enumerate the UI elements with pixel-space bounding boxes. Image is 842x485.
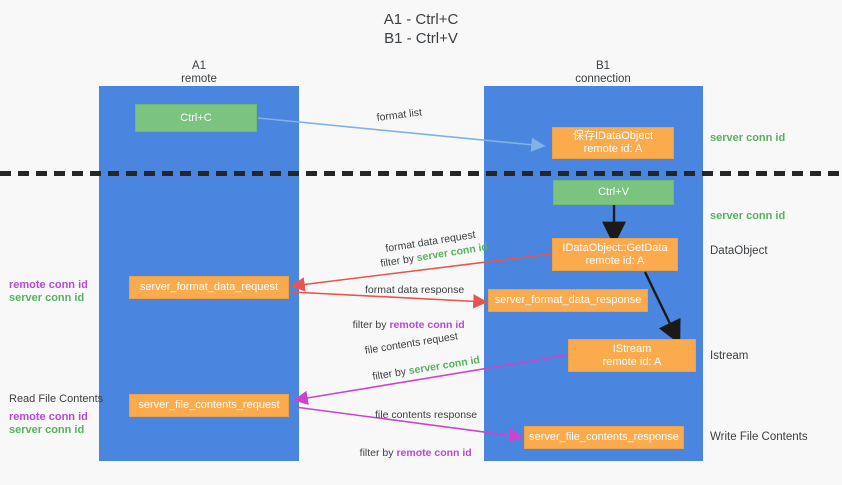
filter-value-server-conn-id: server conn id	[415, 241, 489, 265]
label-write-file-contents: Write File Contents	[710, 431, 808, 443]
label-server-conn-id-lower: server conn id	[9, 424, 85, 436]
column-header-right: B1 connection	[575, 60, 631, 85]
label-remote-conn-id-lower: remote conn id	[9, 411, 88, 423]
label-dataobject: DataObject	[710, 245, 768, 257]
annotation-format-data-response-filter: filter by remote conn id	[341, 306, 465, 345]
box-ctrl-v[interactable]: Ctrl+V	[553, 180, 674, 205]
page-title: A1 - Ctrl+C B1 - Ctrl+V	[383, 11, 459, 47]
label-read-file-contents: Read File Contents	[9, 393, 104, 405]
filter-prefix: filter by	[379, 252, 418, 270]
label-istream: Istream	[710, 350, 749, 362]
label-remote-conn-id-upper: remote conn id	[9, 279, 88, 291]
box-ctrl-c[interactable]: Ctrl+C	[135, 104, 257, 132]
label-server-conn-id-upper: server conn id	[9, 292, 85, 304]
box-idataobject-getdata[interactable]: IDataObject::GetData remote id: A	[552, 238, 678, 271]
box-server-format-data-response[interactable]: server_format_data_response	[488, 289, 648, 312]
annotation-format-data-response: format data response	[365, 284, 465, 296]
box-server-file-contents-request[interactable]: server_file_contents_request	[129, 394, 289, 417]
divider-dashed-line	[0, 171, 842, 176]
annotation-file-contents-response: file contents response	[375, 409, 478, 421]
box-save-idataobject[interactable]: 保存IDataObject remote id: A	[552, 127, 674, 159]
filter-value-remote-conn-id: remote conn id	[396, 447, 472, 459]
box-istream[interactable]: IStream remote id: A	[568, 339, 696, 372]
annotation-format-list: format list	[376, 106, 423, 124]
label-server-conn-id-top: server conn id	[710, 132, 786, 144]
annotation-file-contents-response-filter: filter by remote conn id	[348, 434, 472, 473]
filter-prefix: filter by	[352, 319, 390, 331]
box-server-format-data-request[interactable]: server_format_data_request	[129, 276, 289, 299]
filter-value-server-conn-id: server conn id	[407, 354, 481, 378]
label-server-conn-id-mid: server conn id	[710, 210, 786, 222]
column-header-left: A1 remote	[181, 60, 217, 85]
filter-prefix: filter by	[371, 365, 410, 383]
filter-value-remote-conn-id: remote conn id	[389, 319, 465, 331]
box-server-file-contents-response[interactable]: server_file_contents_response	[524, 426, 684, 449]
filter-prefix: filter by	[359, 447, 397, 459]
